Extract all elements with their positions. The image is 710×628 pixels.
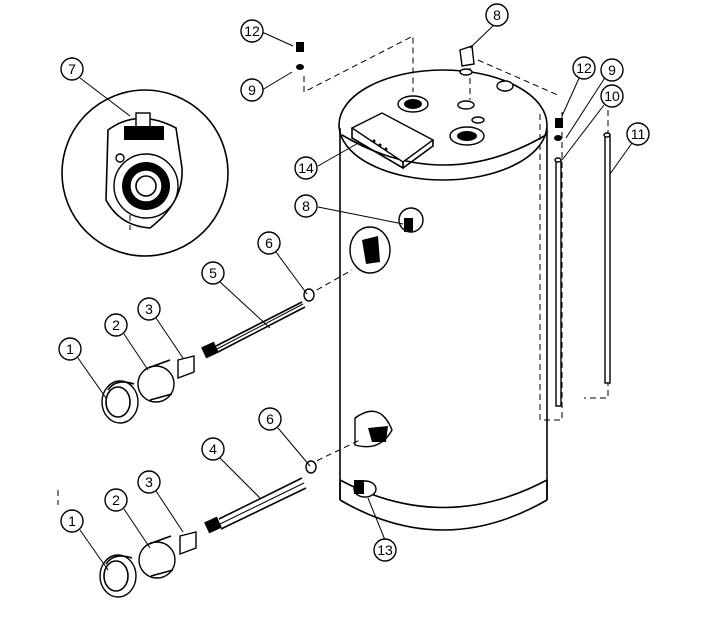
relief-valve-fitting (459, 45, 475, 76)
callout-1-lower: 1 (60, 509, 84, 533)
callout-7: 7 (60, 57, 84, 81)
callout-5-label: 5 (209, 265, 217, 281)
callout-2-upper-label: 2 (112, 317, 120, 333)
callout-9-right: 9 (600, 58, 624, 82)
callout-13-label: 13 (377, 542, 393, 558)
callout-1-lower-label: 1 (68, 513, 76, 529)
callout-4-label: 4 (209, 441, 217, 457)
callout-7-label: 7 (68, 61, 76, 77)
plug-fitting-right (554, 118, 563, 141)
callout-1-upper-label: 1 (66, 341, 74, 357)
callout-11-label: 11 (631, 126, 646, 142)
callout-6-upper: 6 (257, 231, 281, 255)
upper-access-opening (349, 207, 424, 274)
leader-lines (77, 21, 633, 571)
callout-6-lower: 6 (258, 407, 282, 431)
callout-8-top: 8 (485, 3, 509, 27)
callout-8-top-label: 8 (493, 7, 501, 23)
callout-5: 5 (201, 261, 225, 285)
callout-13: 13 (373, 538, 397, 562)
callout-12-left: 12 (240, 19, 264, 43)
assembly-guide-lines (57, 35, 609, 505)
callout-14-label: 14 (298, 160, 314, 176)
top-fittings (397, 80, 514, 146)
callout-10-label: 10 (604, 88, 620, 104)
thermostat-control-box (350, 112, 435, 170)
callout-12-right-label: 12 (576, 60, 592, 76)
detail-view-thermostat (61, 89, 229, 257)
upper-element-assembly (101, 288, 315, 424)
callout-8-side-label: 8 (302, 198, 310, 214)
callout-6-upper-label: 6 (265, 235, 273, 251)
callout-14: 14 (294, 156, 318, 180)
callout-1-upper: 1 (58, 337, 82, 361)
callout-3-lower: 3 (137, 470, 161, 494)
callout-12-right: 12 (572, 56, 596, 80)
callout-3-upper-label: 3 (145, 301, 153, 317)
lower-element-assembly (99, 460, 317, 598)
dip-tube (603, 132, 611, 384)
drain-valve (353, 480, 377, 498)
callout-3-lower-label: 3 (145, 474, 153, 490)
callout-10: 10 (600, 84, 624, 108)
callout-8-side: 8 (294, 194, 318, 218)
callout-2-lower-label: 2 (112, 492, 120, 508)
lower-access-opening (354, 410, 393, 448)
callout-2-upper: 2 (104, 313, 128, 337)
callout-3-upper: 3 (137, 297, 161, 321)
callout-9-left-label: 9 (248, 82, 256, 98)
callout-2-lower: 2 (104, 488, 128, 512)
callout-6-lower-label: 6 (266, 411, 274, 427)
callout-11: 11 (626, 122, 650, 146)
plug-fitting-left (296, 42, 304, 70)
callout-9-right-label: 9 (608, 62, 616, 78)
anode-rod (554, 157, 562, 407)
callout-9-left: 9 (240, 78, 264, 102)
callout-12-left-label: 12 (244, 23, 260, 39)
callout-4: 4 (201, 437, 225, 461)
